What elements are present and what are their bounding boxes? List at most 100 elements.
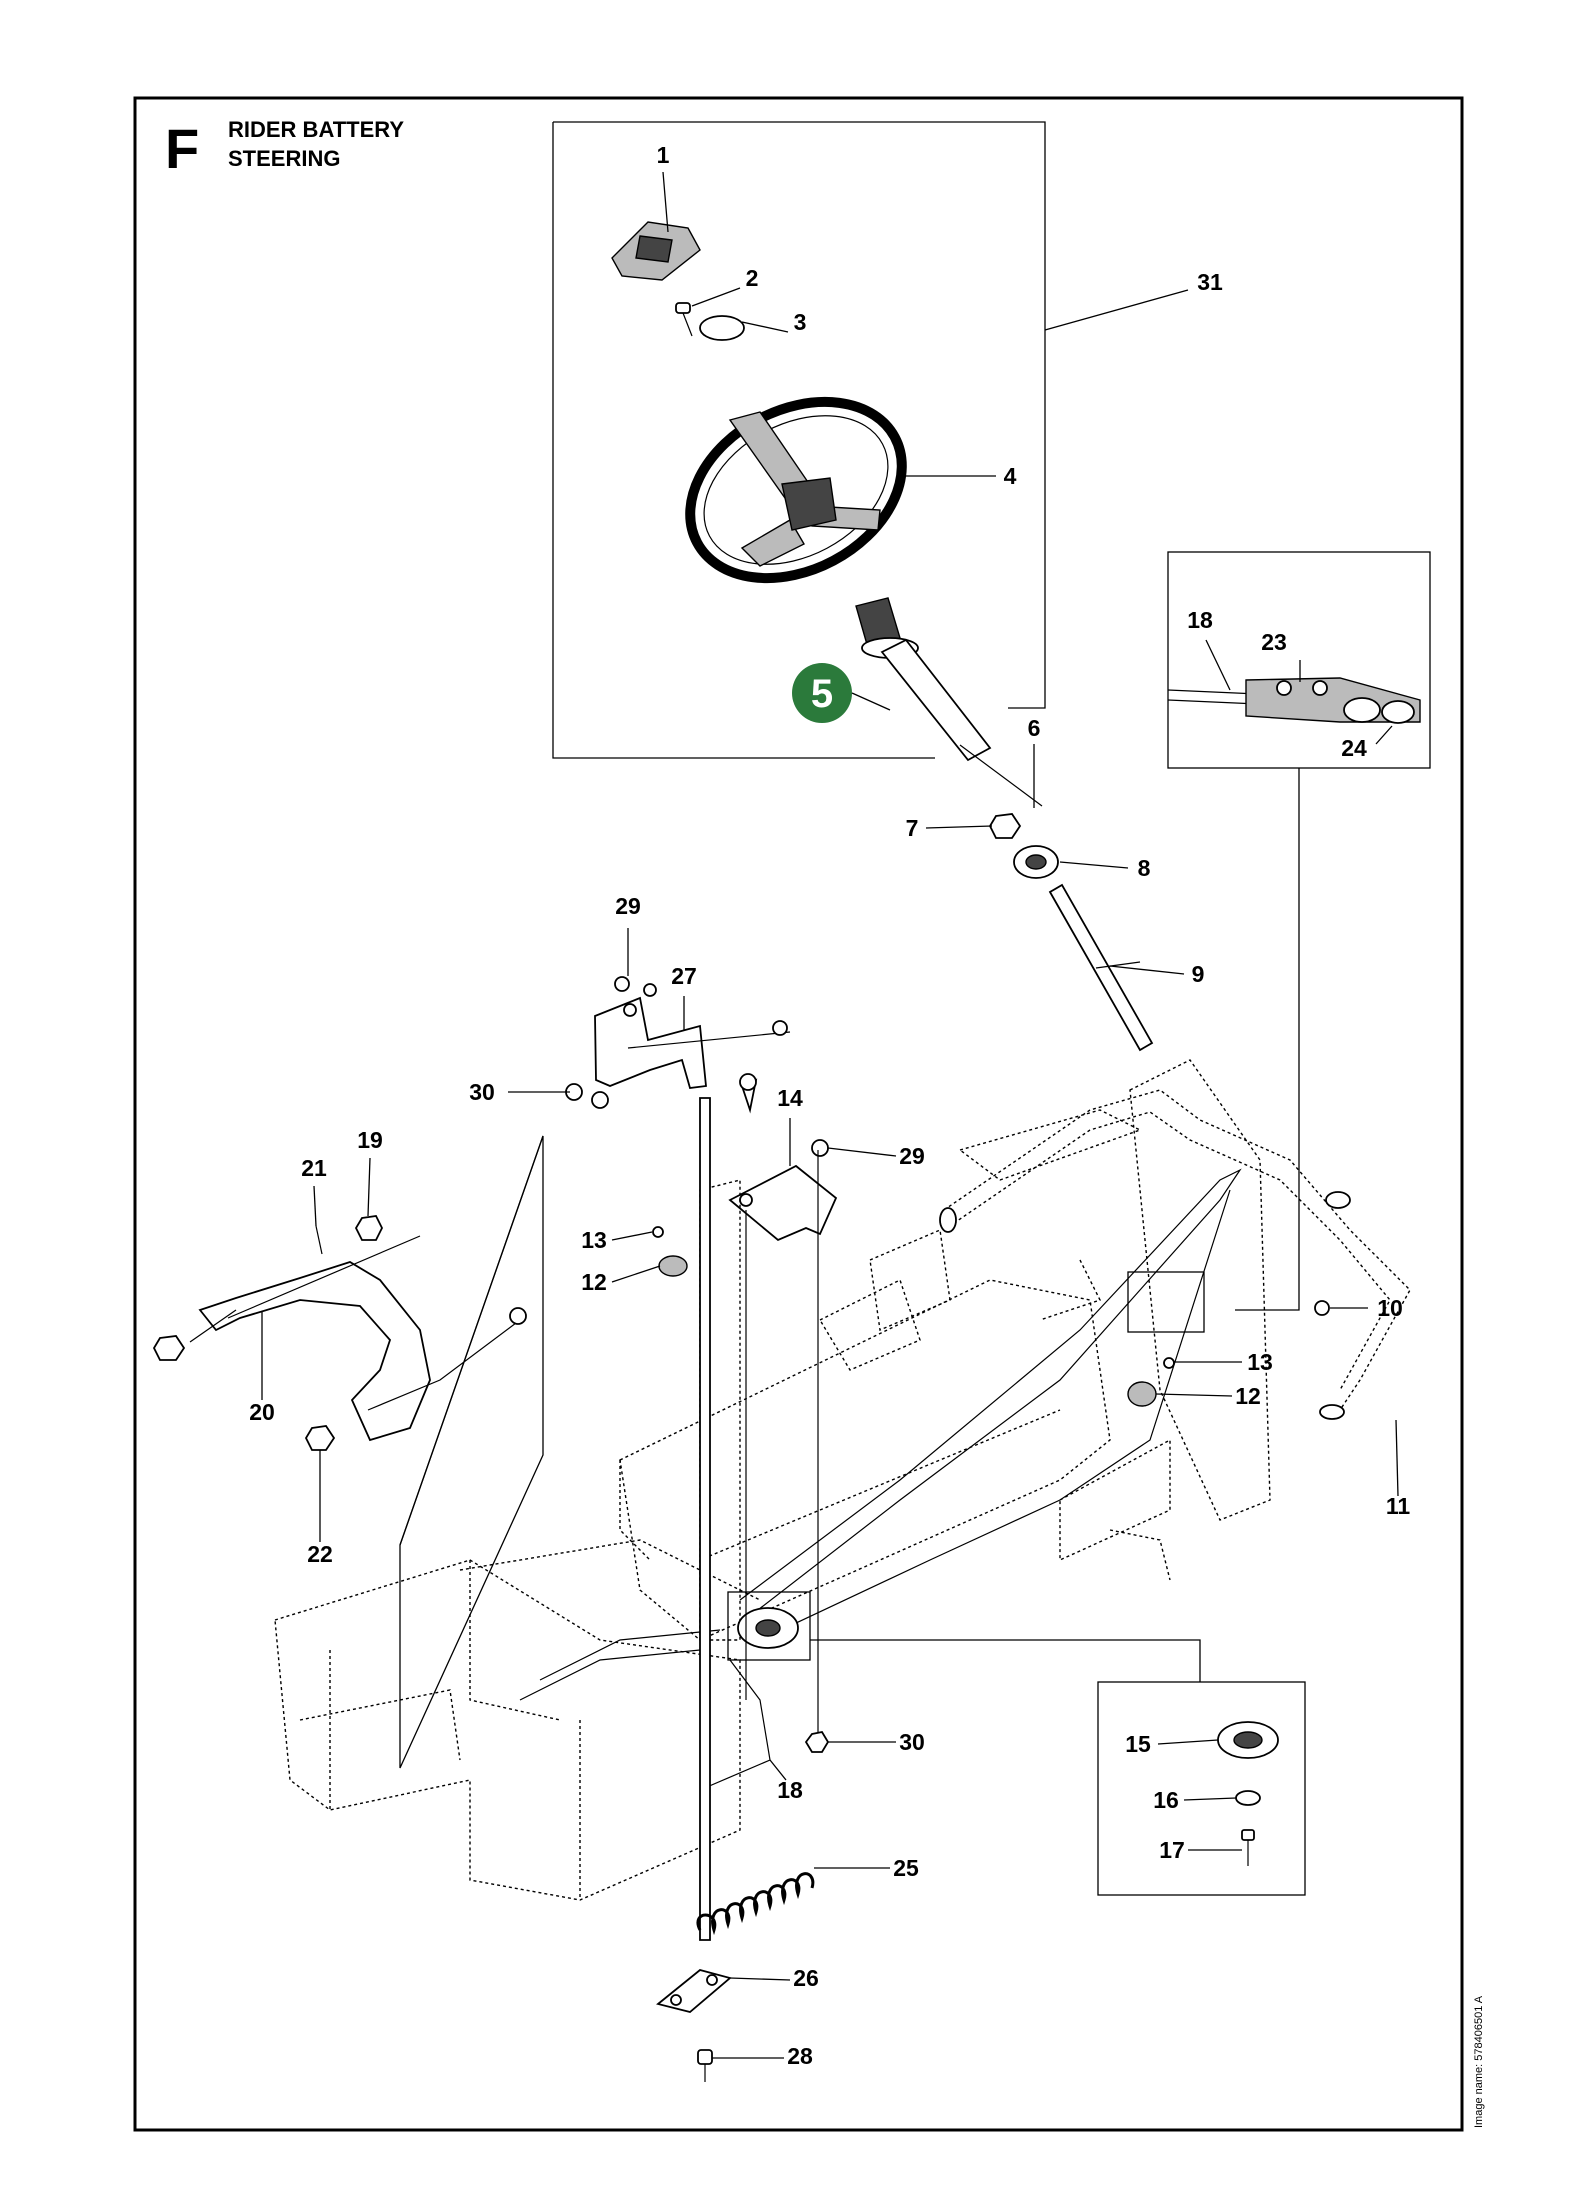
screw-2 <box>675 302 693 337</box>
pulley-15 <box>1217 1721 1279 1759</box>
steering-wheel-cover <box>611 221 701 281</box>
callout-label-24[interactable]: 24 <box>1341 735 1367 761</box>
callout-label-8[interactable]: 8 <box>1138 855 1151 881</box>
nut-7 <box>988 813 1022 839</box>
callout-label-7[interactable]: 7 <box>906 815 919 841</box>
callout-leader-31 <box>1044 289 1189 331</box>
pulley-detail-box <box>1097 1681 1306 1896</box>
callout-label-2[interactable]: 2 <box>746 265 759 291</box>
bolt-17 <box>1241 1829 1255 1866</box>
battery-strap-panel <box>399 1135 544 1769</box>
callout-leader-18 <box>1205 639 1231 691</box>
callout-leader-8 <box>1059 861 1129 869</box>
callout-label-29[interactable]: 29 <box>899 1143 925 1169</box>
callout-leader-24 <box>1375 725 1393 745</box>
callout-leader-9 <box>1109 965 1185 975</box>
callout-leader-3 <box>741 321 789 333</box>
callout-label-13[interactable]: 13 <box>581 1227 607 1253</box>
callout-label-25[interactable]: 25 <box>893 1855 919 1881</box>
section-letter: F <box>165 117 199 180</box>
image-name: Image name: 578406501 A <box>1473 1995 1485 2128</box>
diagram-title: F RIDER BATTERY STEERING <box>165 117 404 180</box>
callout-label-1[interactable]: 1 <box>657 142 670 168</box>
callout-label-6[interactable]: 6 <box>1028 715 1041 741</box>
callout-label-20[interactable]: 20 <box>249 1399 275 1425</box>
title-line-2: STEERING <box>228 146 340 171</box>
pin-right <box>739 1193 753 1207</box>
callout-label-17[interactable]: 17 <box>1159 1837 1185 1863</box>
callout-label-26[interactable]: 26 <box>793 1965 819 1991</box>
rear-frame <box>274 1539 761 1901</box>
callout-label-29[interactable]: 29 <box>615 893 641 919</box>
callout-label-10[interactable]: 10 <box>1377 1295 1403 1321</box>
callout-label-30[interactable]: 30 <box>469 1079 495 1105</box>
washer-12-left <box>658 1255 688 1277</box>
callout-leader-13 <box>611 1231 653 1241</box>
plate-14 <box>728 1073 838 1242</box>
callout-leader-7 <box>925 825 993 829</box>
callout-label-4[interactable]: 4 <box>1004 463 1017 489</box>
callout-leader-19 <box>367 1157 371 1217</box>
idler-pulley-inplace <box>737 1607 799 1649</box>
cable-detail-box <box>1167 551 1431 769</box>
steering-wheel-group-box <box>552 121 1046 759</box>
battery-strap-20 <box>152 1215 527 1451</box>
callout-label-30[interactable]: 30 <box>899 1729 925 1755</box>
highlight-part-5[interactable]: 5 <box>792 663 852 723</box>
callout-leader-1 <box>662 171 669 233</box>
callout-leader-16 <box>1183 1797 1237 1801</box>
callout-label-18[interactable]: 18 <box>777 1777 803 1803</box>
callout-leader-26 <box>729 1977 791 1981</box>
page-frame <box>133 96 1464 2132</box>
callout-label-3[interactable]: 3 <box>794 309 807 335</box>
callout-leader-11 <box>1395 1419 1399 1497</box>
steering-wheel <box>685 396 907 584</box>
callout-label-13[interactable]: 13 <box>1247 1349 1273 1375</box>
link-26 <box>656 1969 732 2013</box>
highlight-leader <box>851 692 891 711</box>
washer-16 <box>1235 1790 1261 1806</box>
steering-cables <box>519 1168 1242 1791</box>
frame-handle-tube <box>939 1089 1411 1420</box>
cable-detail-leader <box>1235 768 1300 1311</box>
highlight-circle <box>792 663 852 723</box>
callout-label-23[interactable]: 23 <box>1261 629 1287 655</box>
callout-leader-21 <box>313 1185 317 1227</box>
washer-3 <box>699 315 745 341</box>
callout-leader-18 <box>769 1759 787 1781</box>
callout-label-28[interactable]: 28 <box>787 2043 813 2069</box>
callout-label-27[interactable]: 27 <box>671 963 697 989</box>
callout-label-11[interactable]: 11 <box>1386 1493 1411 1519</box>
callout-leader-12 <box>1155 1393 1233 1397</box>
callout-label-16[interactable]: 16 <box>1153 1787 1179 1813</box>
callout-label-9[interactable]: 9 <box>1192 961 1205 987</box>
washer-12-right <box>1127 1381 1157 1407</box>
callout-leader-12 <box>611 1265 661 1283</box>
mounting-bracket-27 <box>565 976 791 1109</box>
callout-label-18[interactable]: 18 <box>1187 607 1213 633</box>
nut-30-lower <box>804 1730 830 1753</box>
callout-label-19[interactable]: 19 <box>357 1127 383 1153</box>
callout-label-12[interactable]: 12 <box>1235 1383 1261 1409</box>
callout-label-15[interactable]: 15 <box>1125 1731 1151 1757</box>
callout-label-14[interactable]: 14 <box>777 1085 803 1111</box>
callout-label-21[interactable]: 21 <box>301 1155 327 1181</box>
callout-leader-29 <box>827 1147 897 1157</box>
tie-rod <box>699 1097 711 1941</box>
pulley-marker <box>727 1591 811 1661</box>
callout-leader-15 <box>1157 1739 1219 1745</box>
nut-10 <box>1314 1300 1330 1316</box>
callout-leaders <box>261 171 1399 2059</box>
title-line-1: RIDER BATTERY <box>228 117 404 142</box>
bolt-28 <box>697 2049 713 2082</box>
spring-25 <box>696 1872 815 1936</box>
callout-leader-2 <box>691 287 741 307</box>
highlight-label: 5 <box>811 672 833 716</box>
callout-label-22[interactable]: 22 <box>307 1541 333 1567</box>
cable-clamp-marker <box>1127 1271 1205 1333</box>
callout-label-12[interactable]: 12 <box>581 1269 607 1295</box>
callout-label-31[interactable]: 31 <box>1197 269 1223 295</box>
nut-13-right <box>1163 1357 1175 1369</box>
